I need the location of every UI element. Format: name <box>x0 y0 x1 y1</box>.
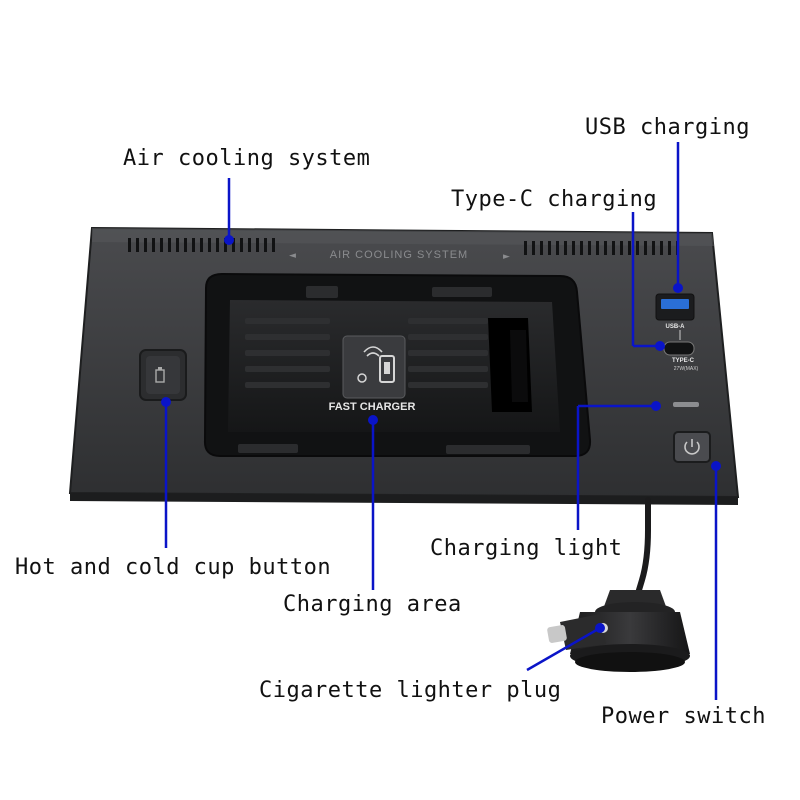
power-switch-label: Power switch <box>601 704 766 729</box>
usb-a-port[interactable]: USB-A <box>655 293 695 330</box>
air-cooling-system-label: Air cooling system <box>123 146 371 171</box>
usb-a-print: USB-A <box>666 324 686 330</box>
power-cable <box>633 497 651 603</box>
pointer-lines <box>161 142 721 700</box>
pad-print: FAST CHARGER <box>329 401 416 413</box>
cigarette-lighter-plug-label: Cigarette lighter plug <box>259 678 562 703</box>
power-icon <box>684 439 700 455</box>
charging-light-indicator <box>673 402 699 407</box>
cup-button[interactable] <box>139 349 187 401</box>
cup-icon <box>155 367 165 383</box>
type-c-port[interactable]: TYPE-C 27W(MAX) <box>663 341 699 372</box>
vent-print: AIR COOLING SYSTEM <box>330 249 468 261</box>
power-button[interactable] <box>673 431 711 463</box>
air-vent-slots <box>128 238 679 255</box>
type-c-charging-label: Type-C charging <box>451 187 658 212</box>
type-c-rating-print: 27W(MAX) <box>674 366 699 372</box>
type-c-print: TYPE-C <box>672 358 695 364</box>
hot-cold-cup-button-label: Hot and cold cup button <box>15 555 332 580</box>
usb-charging-label: USB charging <box>585 115 750 140</box>
wireless-charging-icon <box>342 335 406 399</box>
cigarette-lighter-plug <box>547 590 690 672</box>
vent-arrow-right-icon: ► <box>503 252 510 262</box>
vent-arrow-left-icon: ◄ <box>289 251 296 261</box>
charging-pad: FAST CHARGER <box>203 272 592 457</box>
charging-area-label: Charging area <box>283 592 462 617</box>
charging-light-label: Charging light <box>430 536 623 561</box>
